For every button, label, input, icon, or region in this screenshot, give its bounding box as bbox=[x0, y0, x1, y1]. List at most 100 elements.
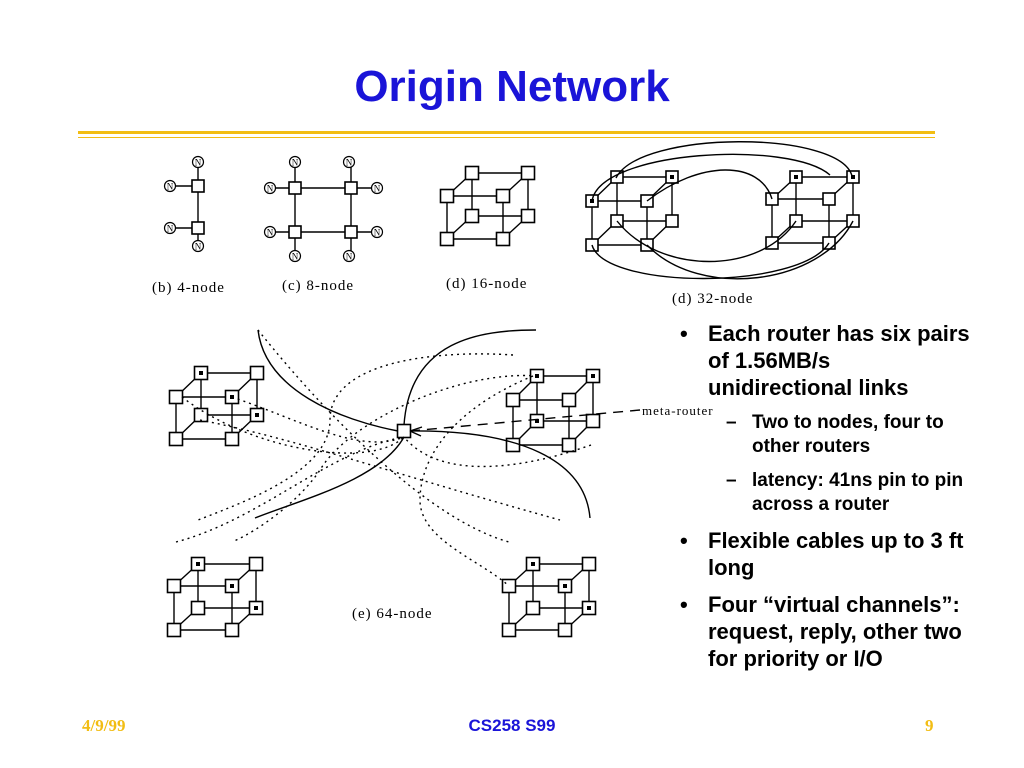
router-box bbox=[520, 208, 536, 224]
node-label: N bbox=[346, 158, 353, 168]
router-box bbox=[439, 231, 455, 247]
dotted-cable bbox=[419, 375, 534, 587]
bullet-marker: • bbox=[680, 592, 688, 617]
sub-bullet-text: Two to nodes, four to other routers bbox=[752, 412, 944, 457]
node-label: N bbox=[292, 158, 299, 168]
meta-router-pointer bbox=[409, 409, 641, 432]
node-label: N bbox=[195, 242, 202, 252]
bullet-text: Four “virtual channels”: request, reply,… bbox=[708, 592, 962, 671]
router-box bbox=[344, 181, 358, 195]
solid-cable bbox=[254, 436, 405, 519]
router-box bbox=[168, 431, 184, 447]
router-box bbox=[191, 221, 205, 235]
node-circle bbox=[263, 225, 277, 239]
title-rule bbox=[78, 131, 935, 134]
router-port-dot bbox=[196, 562, 200, 566]
router-port-dot bbox=[851, 175, 855, 179]
dotted-cable bbox=[175, 436, 405, 543]
sub-bullet-item: – Two to nodes, four to other routers bbox=[668, 411, 978, 459]
router-box bbox=[168, 389, 184, 405]
bullet-text: Each router has six pairs of 1.56MB/s un… bbox=[708, 321, 970, 400]
ring-cable bbox=[615, 141, 853, 179]
router-box bbox=[439, 188, 455, 204]
bullet-item: • Four “virtual channels”: request, repl… bbox=[668, 591, 978, 672]
node-circle bbox=[342, 249, 356, 263]
node-circle bbox=[263, 181, 277, 195]
router-box bbox=[344, 225, 358, 239]
router-box bbox=[191, 179, 205, 193]
dotted-cable bbox=[257, 329, 510, 543]
node-circle bbox=[191, 239, 205, 253]
node-label: N bbox=[292, 252, 299, 262]
router-box bbox=[585, 413, 601, 429]
router-box bbox=[166, 578, 182, 594]
dotted-cable bbox=[231, 374, 538, 543]
router-box bbox=[561, 392, 577, 408]
node-circle bbox=[288, 155, 302, 169]
router-box bbox=[193, 407, 209, 423]
router-port-dot bbox=[794, 175, 798, 179]
footer-page-number: 9 bbox=[925, 716, 934, 735]
router-port-dot bbox=[230, 584, 234, 588]
router-box bbox=[520, 165, 536, 181]
footer-date: 4/9/99 bbox=[82, 716, 126, 735]
pointer-arrowhead bbox=[409, 426, 423, 437]
node-label: N bbox=[195, 158, 202, 168]
router-box bbox=[464, 165, 480, 181]
node-circle bbox=[370, 181, 384, 195]
caption-8-node: (c) 8-node bbox=[282, 278, 355, 294]
dotted-cable bbox=[403, 436, 592, 468]
ring-cable bbox=[646, 169, 773, 202]
router-box bbox=[224, 622, 240, 638]
bullet-marker: • bbox=[680, 528, 688, 553]
router-box bbox=[166, 622, 182, 638]
node-circle bbox=[163, 179, 177, 193]
router-box bbox=[501, 622, 517, 638]
router-port-dot bbox=[254, 606, 258, 610]
router-port-dot bbox=[587, 606, 591, 610]
sub-bullet-marker: – bbox=[726, 412, 737, 433]
dotted-cable bbox=[199, 419, 561, 521]
router-box bbox=[501, 578, 517, 594]
router-box bbox=[665, 214, 679, 228]
meta-router-label: meta-router bbox=[642, 403, 714, 418]
node-label: N bbox=[167, 224, 174, 234]
caption-16-node: (d) 16-node bbox=[446, 276, 528, 292]
sub-bullet-item: – latency: 41ns pin to pin across a rout… bbox=[668, 469, 978, 517]
router-box bbox=[288, 225, 302, 239]
ring-cable bbox=[616, 220, 797, 263]
router-box bbox=[581, 556, 597, 572]
ring-cable bbox=[646, 220, 854, 280]
router-box bbox=[822, 192, 836, 206]
router-port-dot bbox=[531, 562, 535, 566]
bullet-item: • Flexible cables up to 3 ft long bbox=[668, 527, 978, 581]
router-port-dot bbox=[255, 413, 259, 417]
caption-32-node: (d) 32-node bbox=[672, 291, 754, 307]
caption-4-node: (b) 4-node bbox=[152, 280, 225, 296]
bullet-text: Flexible cables up to 3 ft long bbox=[708, 528, 964, 580]
solid-cable bbox=[403, 329, 537, 426]
router-box bbox=[248, 556, 264, 572]
node-label: N bbox=[267, 184, 274, 194]
node-circle bbox=[163, 221, 177, 235]
ring-cable bbox=[591, 153, 831, 202]
node-label: N bbox=[374, 184, 381, 194]
router-box bbox=[557, 622, 573, 638]
node-label: N bbox=[267, 228, 274, 238]
footer-course: CS258 S99 bbox=[468, 716, 556, 735]
dotted-cable bbox=[197, 353, 514, 521]
bullet-list: • Each router has six pairs of 1.56MB/s … bbox=[668, 320, 978, 682]
slide-title: Origin Network bbox=[354, 62, 670, 111]
title-rule-thin bbox=[78, 137, 935, 138]
node-label: N bbox=[346, 252, 353, 262]
node-label: N bbox=[167, 182, 174, 192]
router-box bbox=[224, 431, 240, 447]
solid-cable bbox=[409, 430, 591, 519]
node-circle bbox=[370, 225, 384, 239]
router-box bbox=[505, 392, 521, 408]
router-box bbox=[288, 181, 302, 195]
node-circle bbox=[342, 155, 356, 169]
router-box bbox=[495, 188, 511, 204]
router-box bbox=[190, 600, 206, 616]
